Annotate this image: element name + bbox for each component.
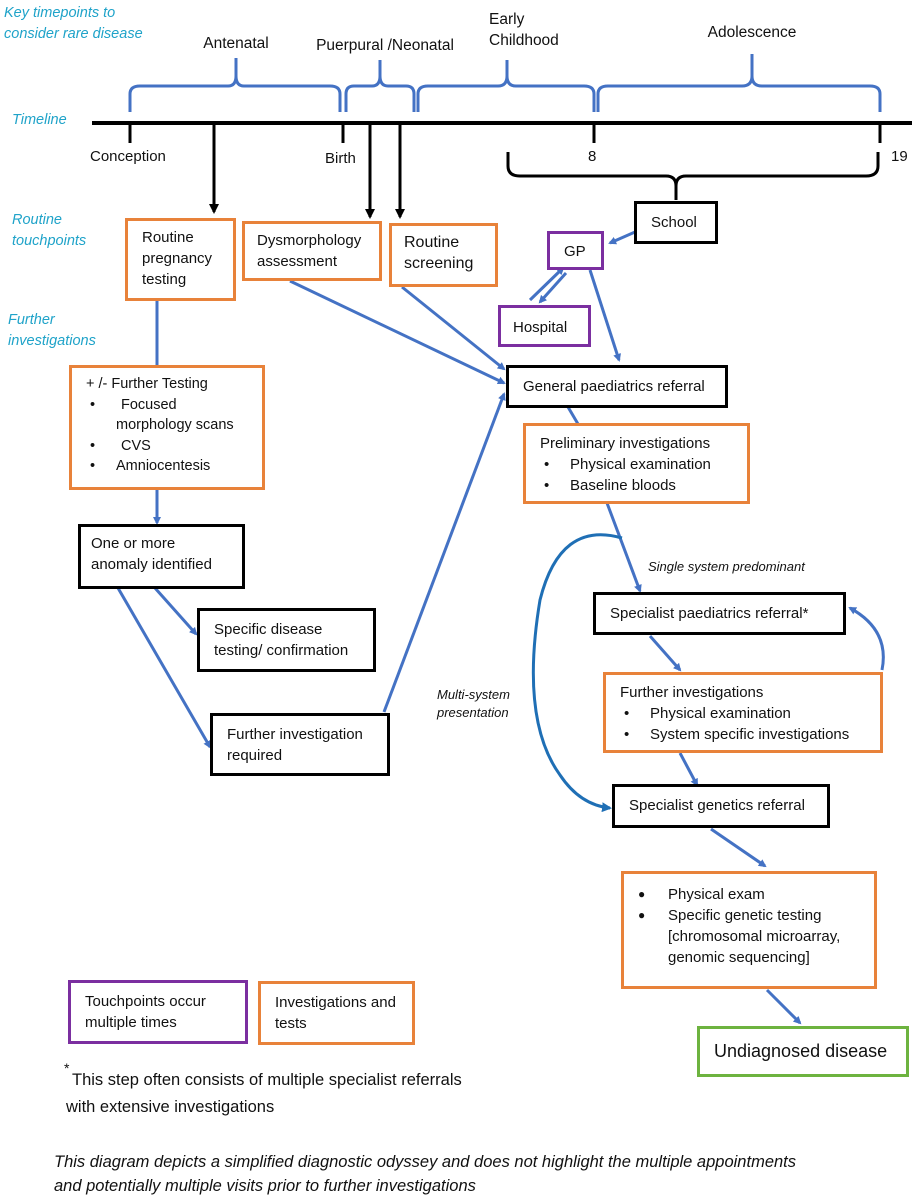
phase-adolescence: Adolescence xyxy=(707,24,797,41)
multi-system-label: Multi-system presentation xyxy=(437,687,510,720)
further-investigations-label: Further investigations xyxy=(8,312,96,349)
footnote-text: This step often consists of multiple spe… xyxy=(66,1071,462,1116)
timeline-drop-arrows xyxy=(209,123,405,219)
specific-disease-testing-box: Specific disease testing/ confirmation xyxy=(197,608,376,672)
genetic-testing-box: Physical exam Specific genetic testing [… xyxy=(621,871,877,989)
routine-touchpoints-label: Routine touchpoints xyxy=(12,212,87,249)
general-paediatrics-referral-box: General paediatrics referral xyxy=(506,365,728,408)
school-age-bracket xyxy=(506,152,880,200)
anomaly-identified-box: One or more anomaly identified xyxy=(78,524,245,589)
phase-antenatal: Antenatal xyxy=(203,35,269,52)
timeline-label: Timeline xyxy=(12,112,67,128)
routine-pregnancy-testing-box: Routine pregnancy testing xyxy=(125,218,236,301)
tick-8: 8 xyxy=(588,148,597,165)
tick-19: 19 xyxy=(891,148,908,165)
tick-conception: Conception xyxy=(90,148,166,165)
timeline-axis xyxy=(92,121,912,143)
specialist-genetics-referral-box: Specialist genetics referral xyxy=(612,784,830,828)
undiagnosed-disease-box: Undiagnosed disease xyxy=(697,1026,909,1077)
single-system-label: Single system predominant xyxy=(648,559,805,574)
adolescence-brace xyxy=(596,54,882,112)
legend-investigations: Investigations and tests xyxy=(258,981,415,1045)
diagram-caption: This diagram depicts a simplified diagno… xyxy=(54,1153,797,1195)
gp-box: GP xyxy=(547,231,604,270)
further-investigation-required-box: Further investigation required xyxy=(210,713,390,776)
dysmorphology-assessment-box: Dysmorphology assessment xyxy=(242,221,382,281)
school-box: School xyxy=(634,201,718,244)
phase-braces xyxy=(128,54,882,112)
flow-connectors xyxy=(116,230,885,1025)
neonatal-brace xyxy=(344,60,416,112)
further-investigations-box: Further investigations Physical examinat… xyxy=(603,672,883,753)
early-childhood-brace xyxy=(416,60,596,112)
legend-touchpoints: Touchpoints occur multiple times xyxy=(68,980,248,1044)
key-timepoints-label: Key timepoints to consider rare disease xyxy=(4,5,143,42)
further-testing-box: + /- Further Testing Focused morphology … xyxy=(69,365,265,490)
hospital-box: Hospital xyxy=(498,305,591,347)
specialist-paediatrics-referral-box: Specialist paediatrics referral* xyxy=(593,592,846,635)
tick-birth: Birth xyxy=(325,150,356,167)
phase-early-childhood: Early Childhood xyxy=(489,11,559,49)
multi-system-arrow xyxy=(531,533,623,813)
antenatal-brace xyxy=(128,58,342,112)
phase-puerpural-neonatal: Puerpural /Neonatal xyxy=(316,37,454,54)
routine-screening-box: Routine screening xyxy=(389,223,498,287)
footnote-star: * xyxy=(64,1060,70,1076)
preliminary-investigations-box: Preliminary investigations Physical exam… xyxy=(523,423,750,504)
